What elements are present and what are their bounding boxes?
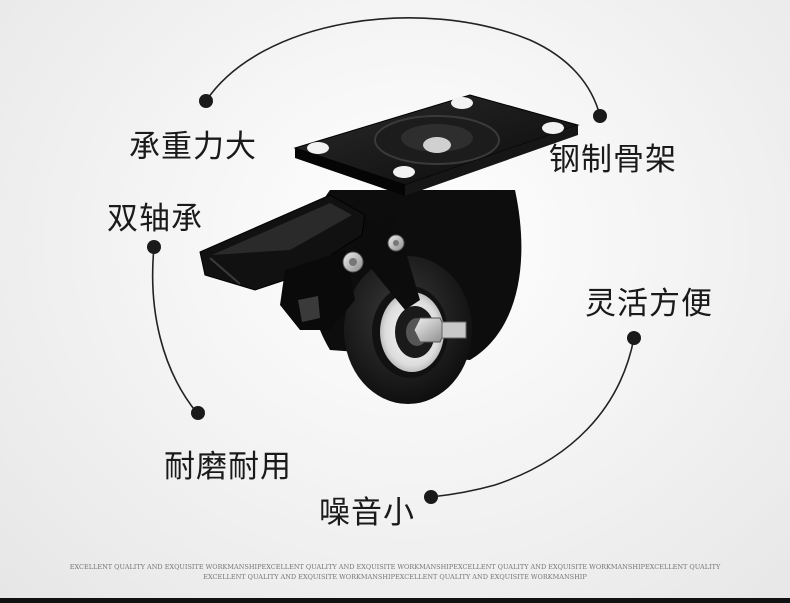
upper-arc-line [205, 17, 601, 117]
feature-double-bearing: 双轴承 [107, 201, 203, 237]
footer-tagline-1: EXCELLENT QUALITY AND EXQUISITE WORKMANS… [69, 563, 721, 571]
feature-flexible: 灵活方便 [585, 286, 713, 322]
arc-dot [191, 406, 205, 420]
left-arc-line [151, 246, 198, 414]
lower-arc-line [430, 337, 635, 498]
arc-dot [147, 240, 161, 254]
feature-load-capacity: 承重力大 [129, 129, 257, 165]
feature-low-noise: 噪音小 [319, 495, 415, 531]
arc-dot [424, 490, 438, 504]
arc-dot [627, 331, 641, 345]
footer-tagline-2: EXCELLENT QUALITY AND EXQUISITE WORKMANS… [203, 573, 587, 581]
arc-dot [199, 94, 213, 108]
bottom-bar [0, 598, 790, 603]
axle-bolt [413, 317, 447, 343]
arc-dot [593, 109, 607, 123]
feature-durable: 耐磨耐用 [164, 449, 292, 485]
feature-steel-frame: 钢制骨架 [549, 142, 677, 178]
